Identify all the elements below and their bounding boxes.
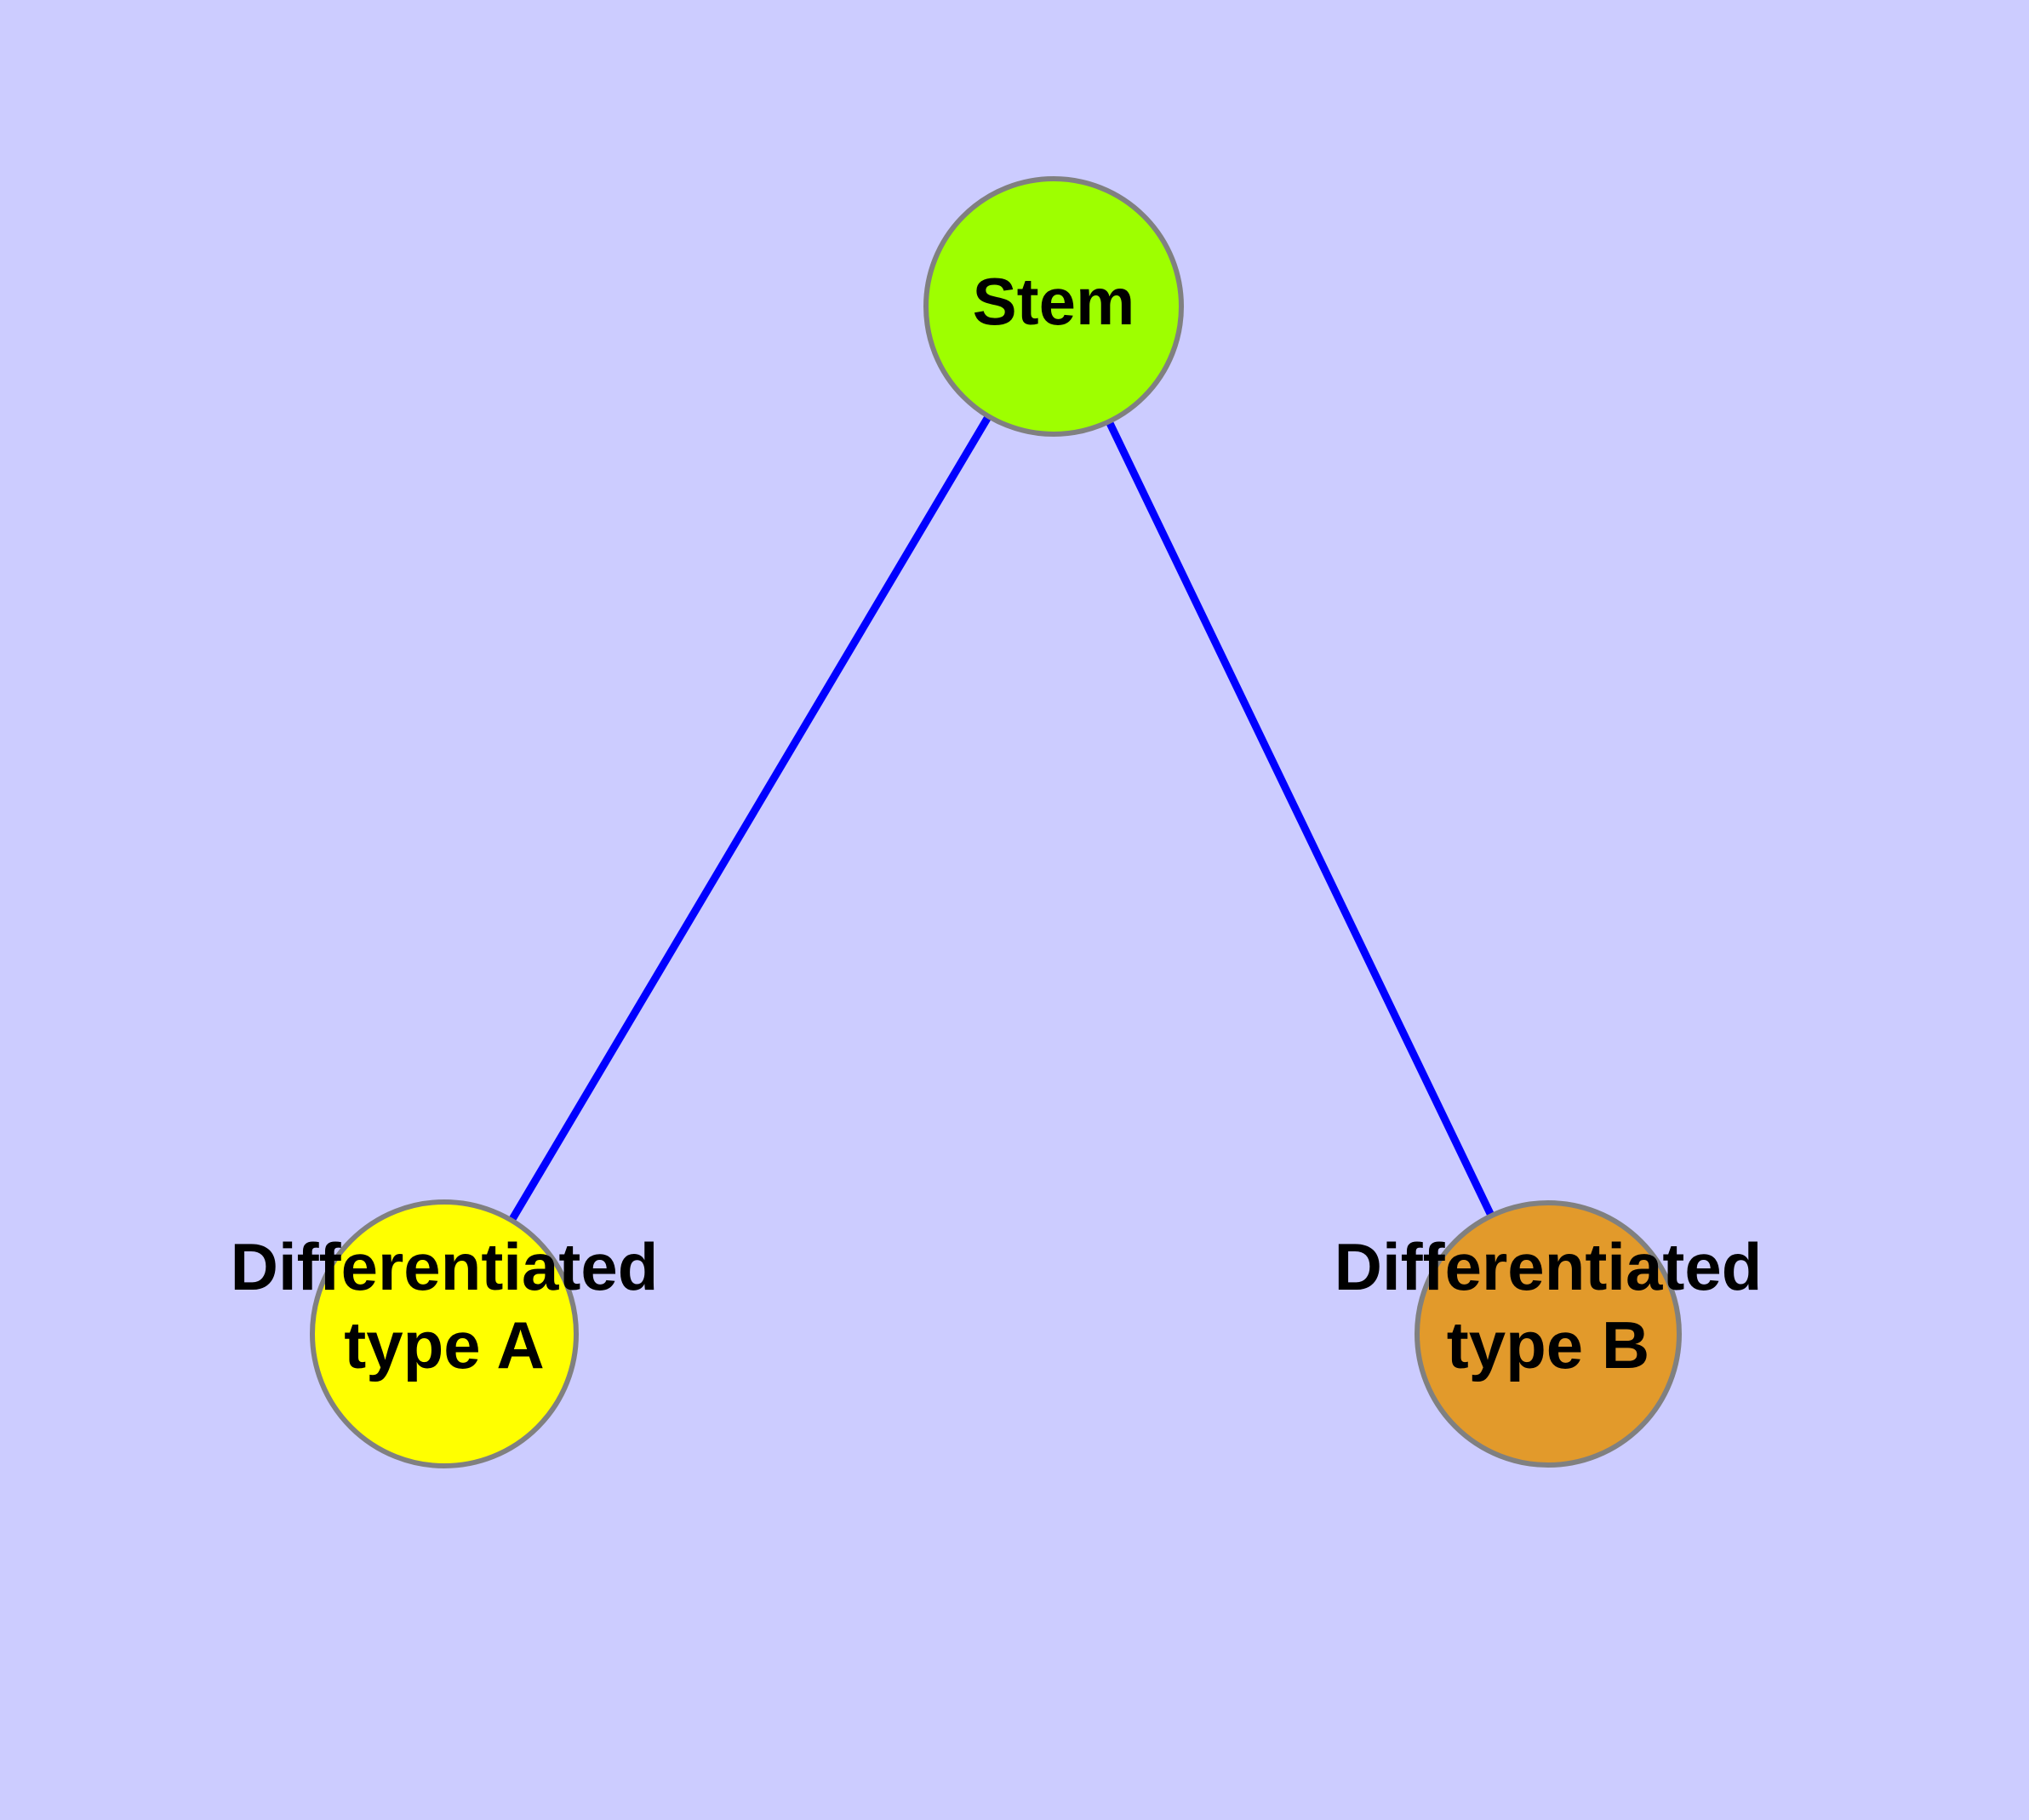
nodes-layer bbox=[310, 176, 1682, 1468]
graph-edge bbox=[441, 304, 1057, 1336]
node-label-stem: Stem bbox=[973, 264, 1135, 339]
node-label-line: type B bbox=[1447, 1308, 1649, 1382]
edges-layer bbox=[441, 304, 1552, 1336]
graph-node-diff_a[interactable] bbox=[310, 1199, 579, 1468]
graph-edge bbox=[1049, 305, 1552, 1336]
node-label-line: Stem bbox=[973, 264, 1135, 339]
node-label-line: Differentiated bbox=[231, 1229, 659, 1304]
node-label-line: Differentiated bbox=[1335, 1229, 1763, 1304]
graph-node-stem[interactable] bbox=[923, 176, 1184, 437]
graph-node-diff_b[interactable] bbox=[1415, 1200, 1682, 1468]
node-label-line: type A bbox=[344, 1308, 545, 1382]
